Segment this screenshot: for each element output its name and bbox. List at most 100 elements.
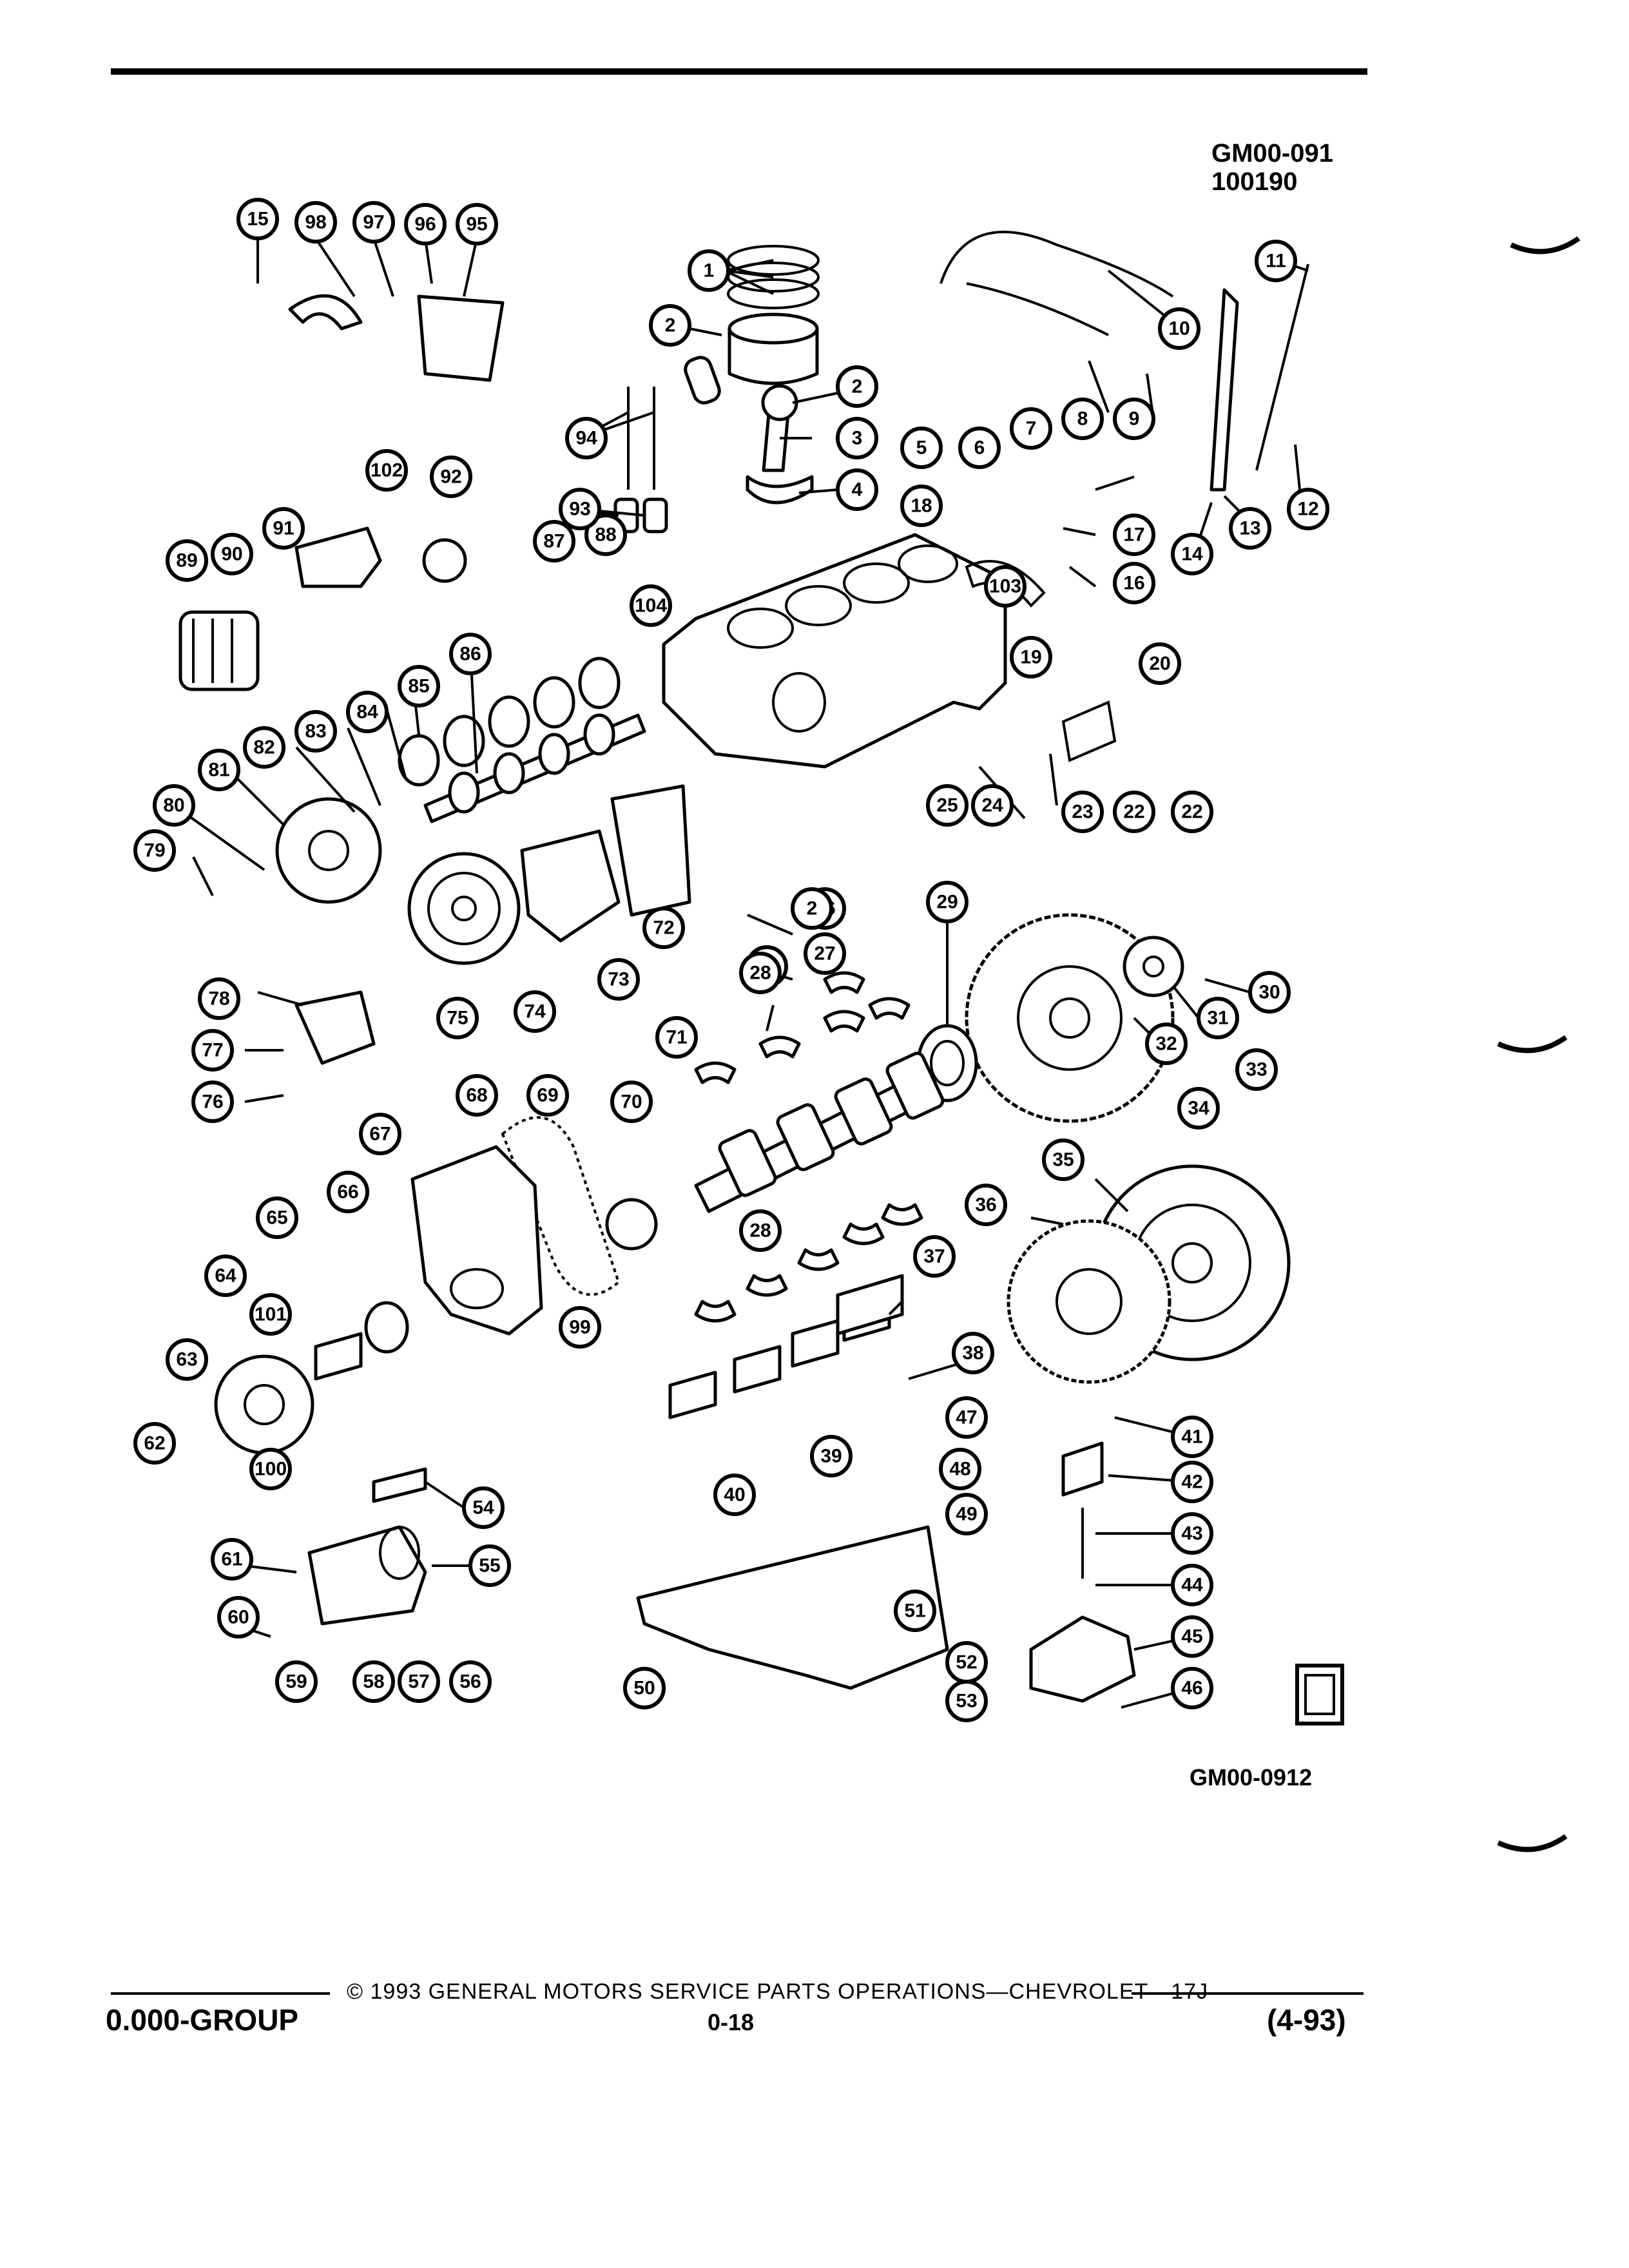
callout-label: 27 xyxy=(814,943,835,965)
group-label: 0.000-GROUP xyxy=(106,2003,299,2037)
callout-label: 19 xyxy=(1020,647,1041,668)
callout-label: 43 xyxy=(1181,1523,1202,1544)
callout-50: 50 xyxy=(623,1667,666,1709)
callout-93: 93 xyxy=(559,488,601,530)
callout-label: 86 xyxy=(459,644,481,665)
callout-31: 31 xyxy=(1197,997,1239,1039)
pilot-bearing xyxy=(1123,936,1184,997)
top-rule xyxy=(111,68,1367,75)
callout-57: 57 xyxy=(398,1660,440,1703)
callout-56: 56 xyxy=(449,1660,492,1703)
callout-35: 35 xyxy=(1042,1139,1084,1181)
figure-id: GM00-0912 xyxy=(1190,1764,1313,1791)
callout-label: 3 xyxy=(852,428,863,449)
callout-label: 50 xyxy=(633,1678,655,1699)
callout-69: 69 xyxy=(526,1074,569,1117)
callout-label: 88 xyxy=(595,524,616,546)
callout-36: 36 xyxy=(965,1184,1007,1226)
callout-label: 2 xyxy=(852,376,863,398)
gm-spo-logo xyxy=(1295,1664,1344,1725)
callout-label: 51 xyxy=(904,1600,925,1622)
callout-label: 81 xyxy=(208,760,229,781)
callout-label: 25 xyxy=(936,795,958,816)
callout-label: 36 xyxy=(975,1195,996,1216)
callout-6: 6 xyxy=(958,427,1001,469)
callout-96: 96 xyxy=(404,203,447,245)
callout-11: 11 xyxy=(1255,240,1297,282)
motor-mount xyxy=(417,294,505,382)
callout-60: 60 xyxy=(217,1596,260,1639)
water-outlet xyxy=(288,294,363,331)
callout-label: 58 xyxy=(363,1671,384,1693)
callout-label: 65 xyxy=(266,1207,287,1229)
callout-14: 14 xyxy=(1171,533,1213,575)
callout-94: 94 xyxy=(565,417,608,459)
callout-label: 4 xyxy=(852,479,863,501)
callout-label: 31 xyxy=(1207,1008,1228,1029)
callout-label: 68 xyxy=(466,1085,487,1106)
oil-pump-housing xyxy=(294,526,467,588)
callout-45: 45 xyxy=(1171,1615,1213,1658)
callout-38: 38 xyxy=(952,1332,994,1374)
callout-label: 100 xyxy=(255,1459,287,1480)
callout-label: 75 xyxy=(447,1008,468,1029)
callout-label: 93 xyxy=(569,499,590,520)
water-pump xyxy=(520,784,691,943)
callout-label: 54 xyxy=(472,1497,494,1519)
callout-label: 94 xyxy=(575,428,597,449)
callout-92: 92 xyxy=(430,456,472,498)
clutch-disc xyxy=(1007,1219,1171,1384)
callout-32: 32 xyxy=(1145,1023,1188,1065)
callout-label: 28 xyxy=(749,1220,771,1242)
callout-label: 97 xyxy=(363,212,384,233)
callout-label: 80 xyxy=(163,795,184,816)
harmonic-balancer xyxy=(214,1354,314,1455)
callout-label: 45 xyxy=(1181,1626,1202,1648)
scan-mark-2 xyxy=(1497,1035,1568,1053)
callout-label: 98 xyxy=(305,212,326,233)
callout-79: 79 xyxy=(133,829,176,872)
callout-label: 78 xyxy=(208,988,229,1010)
callout-label: 72 xyxy=(653,918,674,939)
callout-label: 69 xyxy=(537,1085,558,1106)
callout-87: 87 xyxy=(533,520,575,562)
callout-46: 46 xyxy=(1171,1667,1213,1709)
callout-label: 34 xyxy=(1188,1098,1210,1119)
oil-pan xyxy=(636,1525,949,1690)
callout-label: 67 xyxy=(369,1124,390,1145)
callout-label: 89 xyxy=(176,550,197,572)
callout-label: 38 xyxy=(962,1343,983,1364)
callout-88: 88 xyxy=(584,514,627,556)
callout-label: 44 xyxy=(1181,1575,1203,1596)
callout-label: 24 xyxy=(981,795,1003,816)
callout-4: 4 xyxy=(836,468,878,511)
callout-104: 104 xyxy=(630,584,672,627)
callout-label: 48 xyxy=(949,1459,970,1480)
callout-label: 87 xyxy=(543,531,564,552)
callout-label: 53 xyxy=(956,1691,977,1712)
callout-2: 2 xyxy=(649,304,691,347)
callout-78: 78 xyxy=(198,977,240,1020)
callout-67: 67 xyxy=(359,1113,401,1155)
callout-label: 37 xyxy=(923,1246,945,1267)
connecting-rod xyxy=(746,384,814,505)
copyright-text: © 1993 GENERAL MOTORS SERVICE PARTS OPER… xyxy=(347,1979,1209,2004)
scan-mark-1 xyxy=(1510,236,1581,255)
callout-label: 12 xyxy=(1297,499,1318,520)
callout-label: 30 xyxy=(1258,982,1280,1003)
callout-label: 16 xyxy=(1123,573,1144,594)
callout-71: 71 xyxy=(655,1016,698,1059)
callout-label: 33 xyxy=(1246,1059,1267,1081)
callout-52: 52 xyxy=(945,1641,988,1684)
date-code: 100190 xyxy=(1211,168,1298,196)
callout-label: 91 xyxy=(273,518,294,539)
callout-85: 85 xyxy=(398,665,440,707)
callout-63: 63 xyxy=(166,1338,208,1381)
bracket-54 xyxy=(372,1467,427,1503)
callout-80: 80 xyxy=(153,784,195,827)
crankshaft-pulley xyxy=(407,852,521,965)
bracket-78 xyxy=(294,990,376,1065)
callout-label: 59 xyxy=(285,1671,307,1693)
callout-label: 13 xyxy=(1239,518,1260,539)
